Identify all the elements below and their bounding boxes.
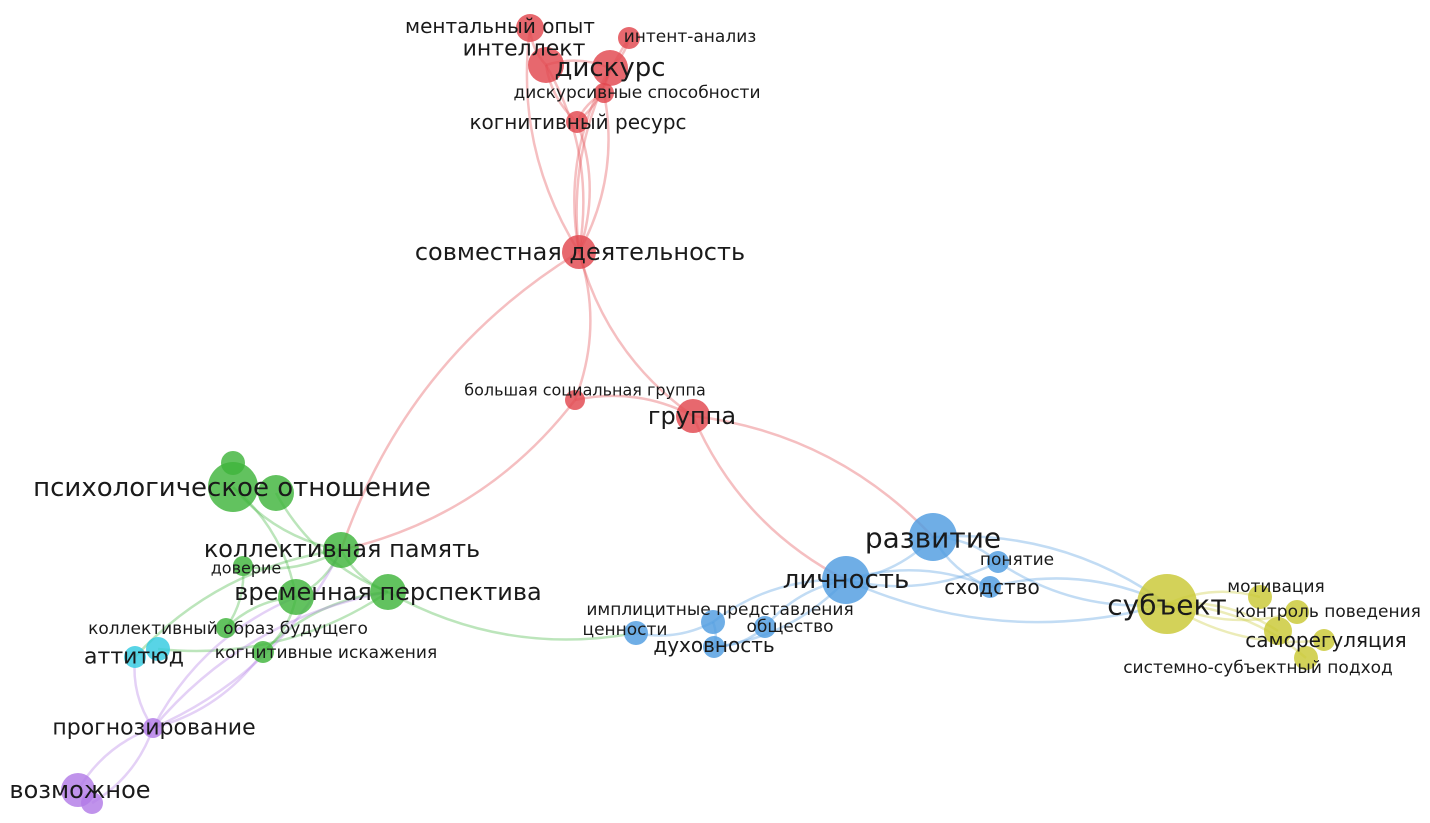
node-label-concept[interactable]: понятие [980,550,1054,570]
node-label-selfreg[interactable]: саморегуляция [1245,628,1406,652]
link-colmem-attitude [134,548,342,658]
node-label-forecast[interactable]: прогнозирование [52,716,255,741]
node-spirit[interactable] [703,636,725,658]
node-label-group[interactable]: группа [648,402,736,430]
node-selfreg[interactable] [1264,617,1292,645]
node-label-intent[interactable]: интент-анализ [624,27,757,47]
node-group[interactable] [676,399,710,433]
node-joint[interactable] [562,235,596,269]
node-label-values[interactable]: ценности [583,620,668,640]
node-label-cogres[interactable]: когнитивный ресурс [469,110,686,134]
node-label-cogdist[interactable]: когнитивные искажения [215,643,437,663]
link-timeper2-attitude2 [157,590,389,653]
node-timeper2[interactable] [370,574,406,610]
node-label-implicit[interactable]: имплицитные представления [586,600,853,620]
node-intellect[interactable] [528,47,564,83]
node-cogres[interactable] [566,111,588,133]
link-joint-bigsoc [573,251,592,401]
node-intent[interactable] [618,27,640,49]
node-psyrel3[interactable] [258,475,294,511]
node-label-bigsoc[interactable]: большая социальная группа [464,381,706,400]
node-psyrel[interactable] [208,462,258,512]
node-timeper[interactable] [278,579,314,615]
link-group-develop [692,414,934,538]
link-joint-group [577,251,694,418]
node-discourse[interactable] [592,50,628,86]
link-forecast-cogdist [152,651,265,730]
link-joint-discab [577,92,610,253]
link-joint-intellect [544,64,585,253]
link-person-subject [845,578,1168,624]
node-control[interactable] [1285,600,1309,624]
node-label-discourse[interactable]: дискурс [554,53,665,83]
node-label-colimg[interactable]: коллективный образ будущего [88,619,368,639]
node-values[interactable] [624,621,648,645]
node-psyrel2[interactable] [221,451,245,475]
node-similar[interactable] [979,576,1001,598]
node-label-motiv[interactable]: мотивация [1227,577,1324,597]
node-label-society[interactable]: общество [746,617,833,637]
node-bigsoc[interactable] [565,390,585,410]
node-forecast[interactable] [143,718,163,738]
node-label-subject[interactable]: субъект [1107,589,1226,622]
node-attitude2[interactable] [146,637,170,661]
link-forecast-timeper2 [152,590,389,729]
node-label-attitude[interactable]: аттитюд [84,645,184,670]
node-label-sysapp[interactable]: системно-субъектный подход [1123,658,1393,678]
node-concept[interactable] [987,551,1009,573]
node-label-mental[interactable]: ментальный опыт [405,14,595,38]
link-psyrel3-timeper2 [274,492,389,594]
node-label-control[interactable]: контроль поведения [1235,602,1421,622]
node-sysapp[interactable] [1294,646,1318,670]
node-attitude[interactable] [124,646,146,668]
node-subject[interactable] [1137,574,1197,634]
node-selfreg2[interactable] [1313,629,1335,651]
node-colmem[interactable] [323,532,359,568]
node-discab[interactable] [594,83,614,103]
node-label-person[interactable]: личность [783,565,910,595]
link-develop-subject [932,534,1168,606]
node-cogdist[interactable] [252,641,274,663]
link-joint-mental [525,27,581,253]
node-label-timeper[interactable]: временная перспектива [234,578,541,606]
node-society[interactable] [754,616,776,638]
node-mental[interactable] [516,14,544,42]
node-label-colmem[interactable]: коллективная память [204,535,480,563]
node-person[interactable] [822,556,870,604]
node-label-trust[interactable]: доверие [211,559,282,578]
node-label-possible[interactable]: возможное [9,776,150,804]
node-label-discab[interactable]: дискурсивные способности [514,83,761,103]
node-label-similar[interactable]: сходство [944,575,1040,599]
node-label-develop[interactable]: развитие [865,522,1001,555]
nodes-layer [61,14,1335,814]
node-label-psyrel[interactable]: психологическое отношение [33,473,431,503]
link-joint-colmem [339,250,580,551]
link-timeper2-values [387,590,637,641]
node-motiv[interactable] [1248,585,1272,609]
node-label-joint[interactable]: совместная деятельность [415,238,745,266]
node-develop[interactable] [909,513,957,561]
node-label-intellect[interactable]: интеллект [463,37,586,62]
node-label-spirit[interactable]: духовность [653,633,774,657]
node-trust[interactable] [233,556,253,576]
link-forecast-timeper [151,595,297,729]
link-group-person [691,415,847,582]
node-colimg[interactable] [216,618,236,638]
node-implicit[interactable] [701,610,725,634]
node-possible2[interactable] [81,792,103,814]
link-bigsoc-colmem [340,399,576,552]
